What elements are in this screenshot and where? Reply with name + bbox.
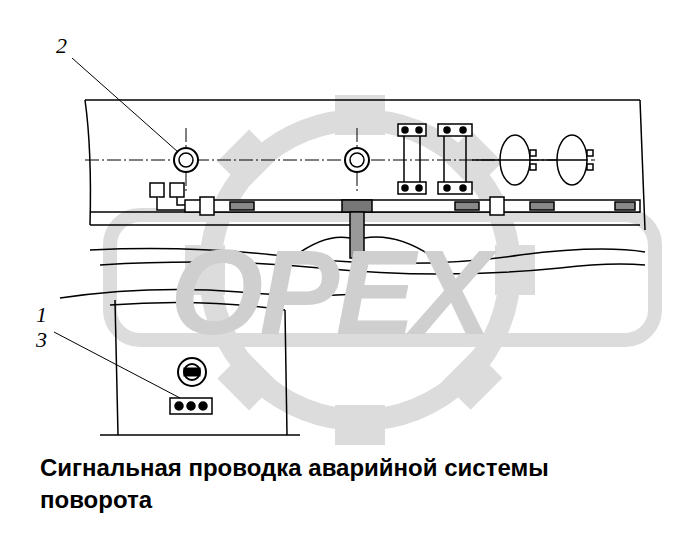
leader-lines <box>54 58 180 398</box>
relay-symbols <box>472 135 593 185</box>
caption: Сигнальная проводка аварийной системы по… <box>40 452 580 516</box>
callout-number: 1 <box>34 303 49 327</box>
callout-number: 3 <box>34 328 49 352</box>
callout-number: 2 <box>54 34 69 58</box>
terminal-blocks <box>150 183 185 210</box>
watermark: OPEX <box>170 232 487 352</box>
frame-lines <box>60 100 645 435</box>
